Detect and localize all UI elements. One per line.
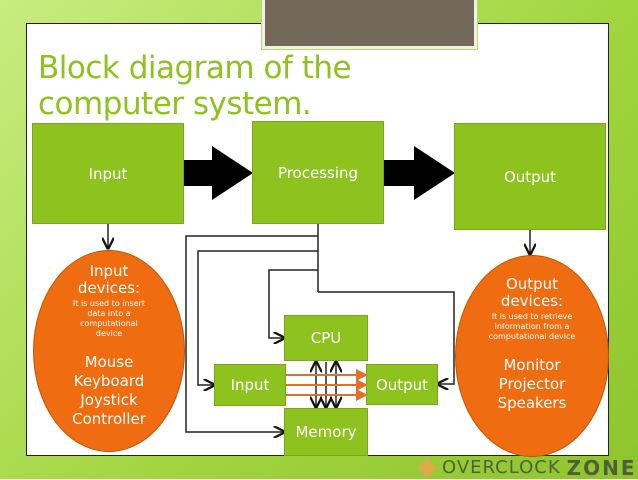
memory-block: Memory [285,409,367,455]
watermark-text-2: ZONE [566,455,637,480]
line-to-cpu [268,269,318,338]
inner-output-label: Output [375,375,429,394]
output-devices-description: It is used to retrieve information from … [488,312,576,341]
inner-input-block: Input [215,365,285,405]
output-devices-heading: Output [505,275,559,293]
line-to-memory [185,235,318,432]
input-block-label: Input [88,164,128,183]
cpu-label: CPU [310,329,342,347]
device-item: Controller [72,410,146,428]
processing-block-label: Processing [277,164,359,182]
input-devices-ellipse: Input devices: It is used to insert data… [33,250,185,452]
device-item: Monitor [503,356,561,374]
input-devices-description: It is used to insert data into a computa… [72,299,146,338]
inner-input-label: Input [230,376,270,394]
input-devices-heading: Input [89,262,129,280]
device-item: Projector [498,375,566,393]
arrow-processing-to-output [384,146,455,200]
output-block-label: Output [503,167,557,186]
watermark-logo: OVERCLOCK ZONE [417,455,637,480]
line-to-inner-input [197,250,318,385]
output-devices-heading-2: devices: [500,292,564,310]
arrow-input-to-processing [184,146,253,200]
output-devices-ellipse: Output devices: It is used to retrieve i… [455,255,609,457]
watermark-diamond-icon [417,457,437,478]
decorative-gray-box [261,0,478,50]
device-item: Joystick [80,391,138,409]
cpu-block: CPU [285,316,367,360]
device-item: Speakers [497,394,567,412]
watermark-text-1: OVERCLOCK [442,457,561,478]
output-block: Output [455,124,605,229]
device-item: Keyboard [73,372,145,390]
title-line-2: computer system. [38,86,312,122]
processing-block: Processing [253,122,383,223]
input-devices-heading-2: devices: [77,279,141,297]
inner-output-block: Output [367,365,437,404]
memory-label: Memory [295,423,357,441]
title-line-1: Block diagram of the [38,50,352,86]
input-block: Input [33,124,183,223]
line-to-inner-output [318,291,455,384]
device-item: Mouse [84,353,134,371]
